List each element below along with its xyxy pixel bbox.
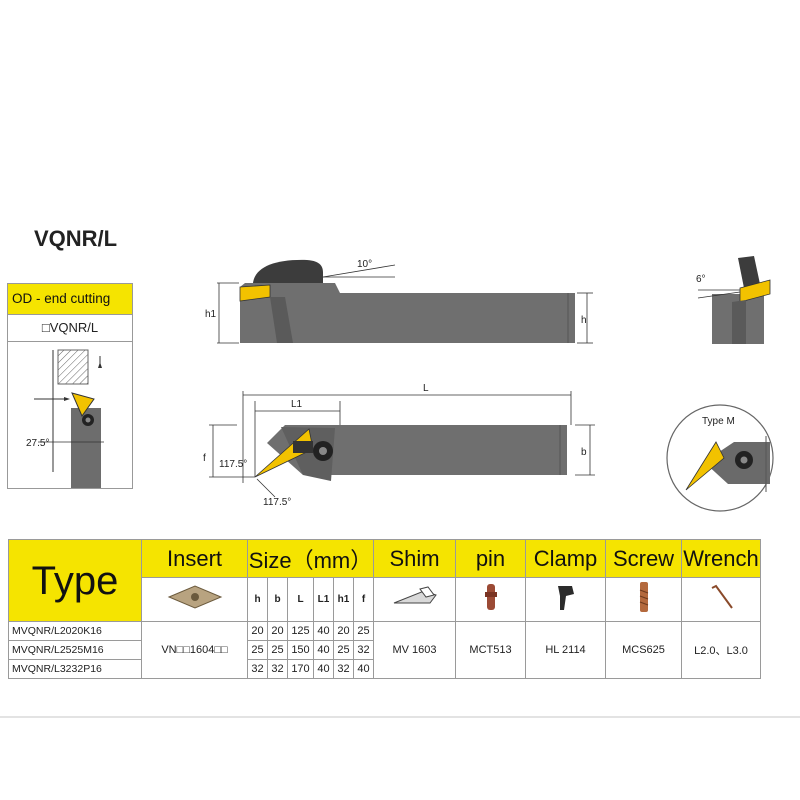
clamp-header: Clamp <box>525 539 606 578</box>
clamp-cell: HL 2114 <box>525 621 606 679</box>
size-header: Size（mm） <box>247 539 374 578</box>
cutting-type-label: OD - end cutting <box>8 284 132 315</box>
spec-table: Type Insert Size（mm） Shim pin Clamp Scre… <box>8 539 761 679</box>
bottom-divider <box>0 716 800 718</box>
pin-cell: MCT513 <box>455 621 526 679</box>
workpiece-hatch <box>57 349 89 385</box>
model-cell: MVQNR/L3232P16 <box>8 659 142 679</box>
size-cell: 32 <box>247 659 268 679</box>
shim-icon <box>373 577 456 622</box>
size-cell: 40 <box>353 659 374 679</box>
size-cell: 20 <box>333 621 354 641</box>
size-cell: 125 <box>287 621 314 641</box>
type-m-label: Type M <box>702 416 735 427</box>
screw-header: Screw <box>605 539 682 578</box>
model-cell: MVQNR/L2020K16 <box>8 621 142 641</box>
size-cell: 25 <box>333 640 354 660</box>
size-cell: 32 <box>267 659 288 679</box>
size-col-L: L <box>287 577 314 622</box>
screw-icon <box>605 577 682 622</box>
top-view-drawing: L L1 f b 117.5° 117.5° <box>203 383 595 508</box>
angle-b-label: 117.5° <box>263 497 291 508</box>
insert-icon <box>141 577 248 622</box>
model-cell: MVQNR/L2525M16 <box>8 640 142 660</box>
size-col-h: h <box>247 577 268 622</box>
wrench-icon <box>681 577 761 622</box>
size-cell: 25 <box>267 640 288 660</box>
shim-cell: MV 1603 <box>373 621 456 679</box>
L1-label: L1 <box>291 399 303 410</box>
size-cell: 40 <box>313 621 334 641</box>
wrench-cell: L2.0、L3.0 <box>681 621 761 679</box>
size-cell: 25 <box>353 621 374 641</box>
insert-cell: VN□□1604□□ <box>141 621 248 679</box>
size-col-f: f <box>353 577 374 622</box>
type-m-detail: Type M <box>666 404 774 512</box>
clamp-icon <box>525 577 606 622</box>
pin-icon <box>455 577 526 622</box>
side-view-drawing: h1 h 10° <box>205 259 593 344</box>
screw-cell: MCS625 <box>605 621 682 679</box>
size-cell: 20 <box>267 621 288 641</box>
side-angle-label: 10° <box>357 259 372 270</box>
wrench-header: Wrench <box>681 539 761 578</box>
page-title: VQNR/L <box>34 226 118 251</box>
size-cell: 20 <box>247 621 268 641</box>
size-col-b: b <box>267 577 288 622</box>
pin-header: pin <box>455 539 526 578</box>
table-row: MVQNR/L2020K16 VN□□1604□□ 20 20 125 40 2… <box>8 621 761 679</box>
end-view-drawing: 6° <box>696 256 771 344</box>
size-col-L1: L1 <box>313 577 334 622</box>
size-col-h1: h1 <box>333 577 354 622</box>
h-label: h <box>581 315 587 326</box>
size-cell: 40 <box>313 659 334 679</box>
cutting-diagram: 27.5° <box>26 349 104 488</box>
type-header: Type <box>8 539 142 622</box>
end-angle-label: 6° <box>696 274 706 285</box>
size-cell: 40 <box>313 640 334 660</box>
table-row: MVQNR/L3232P16 32 32 170 40 32 40 <box>8 659 761 679</box>
info-panel: OD - end cutting □VQNR/L 27.5° <box>7 283 133 489</box>
size-cell: 32 <box>353 640 374 660</box>
f-label: f <box>203 453 206 464</box>
L-label: L <box>423 383 429 394</box>
size-cell: 25 <box>247 640 268 660</box>
holder-code-label: □VQNR/L <box>8 315 132 342</box>
angle-a-label: 117.5° <box>219 459 247 470</box>
h1-label: h1 <box>205 309 217 320</box>
size-cell: 150 <box>287 640 314 660</box>
size-cell: 32 <box>333 659 354 679</box>
panel-angle-label: 27.5° <box>26 438 49 449</box>
b-label: b <box>581 447 587 458</box>
size-cell: 170 <box>287 659 314 679</box>
header-row: Type Insert Size（mm） Shim pin Clamp Scre… <box>8 539 761 622</box>
insert-header: Insert <box>141 539 248 578</box>
shim-header: Shim <box>373 539 456 578</box>
panel-insert <box>71 392 95 418</box>
